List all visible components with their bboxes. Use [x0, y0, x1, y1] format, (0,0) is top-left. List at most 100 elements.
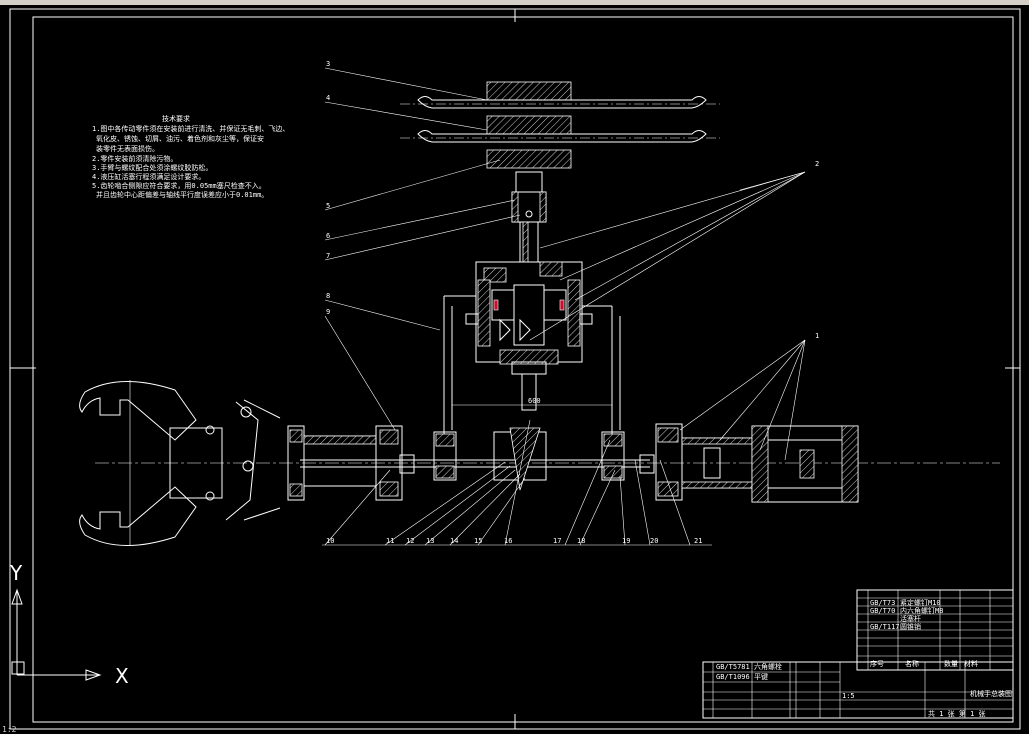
y-axis-label: Y [9, 561, 23, 585]
lift-cylinder [655, 423, 859, 503]
title-block: GB/T73 紧定螺钉M10 GB/T70 内六角螺钉M8 活塞杆 GB/T11… [702, 589, 1014, 719]
table-cell: GB/T70 [870, 607, 895, 615]
belt-groove-2 [417, 130, 707, 143]
table-cell: 紧定螺钉M10 [900, 598, 941, 607]
shaft-lower [521, 373, 537, 411]
table-cell: 活塞杆 [900, 614, 921, 623]
callout-label: 10 [326, 537, 334, 545]
leader [679, 339, 806, 431]
seal [559, 299, 565, 311]
leader [324, 199, 516, 241]
pulley-assembly [400, 81, 720, 263]
table-cell: 内六角螺钉M8 [900, 606, 943, 615]
section-block [379, 481, 399, 497]
bearing-supports [433, 427, 655, 491]
leader [449, 473, 521, 546]
note-line: 5.齿轮啮合侧隙应符合要求，用0.05mm塞尺检查不入。 [92, 181, 266, 190]
gear [543, 289, 567, 321]
section-block [499, 349, 559, 365]
gear-tooth [519, 318, 531, 342]
scale-value: 1:5 [842, 692, 855, 700]
rotary-gearbox [475, 261, 583, 411]
leader [324, 214, 521, 261]
leader [619, 475, 626, 546]
leader [477, 477, 526, 546]
dimension-value: 600 [528, 397, 541, 405]
section-block [289, 429, 303, 443]
note-line: 氧化皮、锈蚀、切屑、油污、着色剂和灰尘等，保证安 [96, 134, 264, 143]
section-block [435, 465, 455, 479]
link-rod [243, 399, 281, 419]
callout-label: 11 [386, 537, 394, 545]
callout-label: 3 [326, 60, 330, 68]
pulley-hub-middle [486, 115, 572, 135]
leader [384, 461, 506, 546]
note-line: 1.图中各传动零件须在安装前进行清洗、并保证无毛刺、飞边、 [92, 124, 289, 133]
shaft-hatch [522, 221, 529, 263]
notes-title: 技术要求 [162, 114, 190, 123]
command-line-status: 1:2 [2, 725, 17, 734]
nut [399, 454, 415, 474]
pulley-hub-top [486, 81, 572, 101]
table-cell: GB/T73 [870, 599, 895, 607]
callout-label: 2 [815, 160, 819, 168]
pivot-icon [242, 460, 254, 472]
nut [639, 454, 655, 474]
leader [324, 101, 488, 131]
section-block [483, 267, 507, 283]
drawing-title: 机械手总装图 [970, 689, 1012, 698]
seal [493, 299, 499, 311]
callout-label: 20 [650, 537, 658, 545]
callout-label: 15 [474, 537, 482, 545]
flange [375, 425, 403, 501]
table-header: 数量 [944, 659, 958, 668]
pulley-hub-bottom [486, 149, 572, 169]
wrist-body [169, 427, 223, 499]
x-axis-label: X [115, 664, 129, 688]
leader [424, 469, 516, 546]
inner-border [32, 16, 1014, 723]
table-header: 名称 [905, 659, 919, 668]
piston [799, 449, 815, 479]
fitting [465, 313, 479, 325]
top-toolbar-strip [0, 0, 1029, 5]
leader [324, 299, 441, 331]
leader [404, 465, 511, 546]
callout-label: 19 [622, 537, 630, 545]
callout-label: 14 [450, 537, 458, 545]
leader [579, 469, 616, 546]
leader [324, 315, 396, 431]
leader [529, 171, 806, 341]
table-cell: 六角螺栓 [754, 662, 782, 671]
note-line: 并且齿轮中心距偏差与轴线平行度误差应小于0.01mm。 [96, 190, 268, 199]
callout-label: 17 [553, 537, 561, 545]
callout-label: 13 [426, 537, 434, 545]
note-line: 2.零件安装前须清除污物。 [92, 154, 177, 163]
cylinder-wall [681, 481, 753, 489]
leader [659, 459, 691, 546]
table-header: 序号 [870, 659, 884, 668]
section-block [539, 261, 563, 277]
section-block [509, 427, 541, 491]
table-cell: GB/T117 [870, 623, 900, 631]
section-block [435, 433, 455, 447]
fitting [579, 313, 593, 325]
section-block [603, 465, 623, 479]
gear-tooth [499, 318, 511, 342]
section-block [657, 481, 679, 497]
gear [491, 289, 515, 321]
callout-label: 7 [326, 252, 330, 260]
callout-label: 1 [815, 332, 819, 340]
cylinder-end [841, 425, 859, 503]
part-callouts: 3 4 5 6 7 2 8 9 1 10 11 12 13 14 15 16 1… [326, 60, 819, 545]
hydraulic-lines: 600 [443, 295, 621, 440]
table-cell: 圆锥销 [900, 622, 921, 631]
note-line: 3.手臂与螺纹配合处须涂螺纹胶防松。 [92, 163, 212, 172]
leader [539, 171, 806, 249]
section-block [477, 279, 491, 347]
callout-label: 9 [326, 308, 330, 316]
bearing-left [433, 431, 457, 481]
cylinder-end [751, 425, 769, 503]
leader [559, 171, 806, 281]
callout-label: 6 [326, 232, 330, 240]
